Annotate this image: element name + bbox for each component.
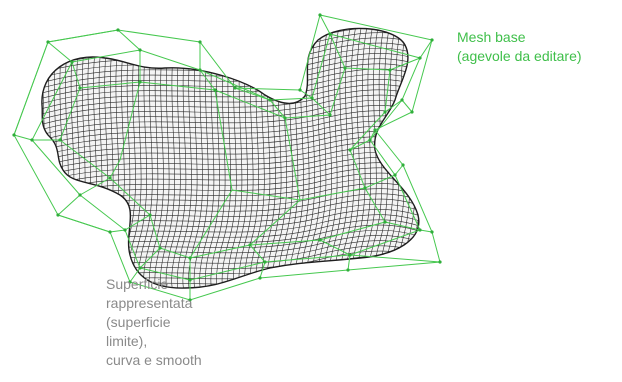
cage-vertex <box>213 88 216 91</box>
cage-vertex <box>116 28 119 31</box>
cage-vertex <box>148 213 151 216</box>
wireframe-line <box>15 0 37 320</box>
cage-vertex <box>400 98 403 101</box>
wireframe-line <box>0 308 460 351</box>
cage-vertex <box>346 268 349 271</box>
wireframe-line <box>435 0 457 320</box>
cage-vertex <box>430 230 433 233</box>
wireframe-line <box>32 0 54 320</box>
cage-vertex <box>343 66 346 69</box>
cage-vertex <box>348 253 351 256</box>
limit-surface <box>0 0 462 357</box>
wireframe-line <box>0 0 20 320</box>
cage-vertex <box>30 138 33 141</box>
cage-vertex <box>138 80 141 83</box>
limit-surface-caption-line: limite), <box>106 332 216 351</box>
cage-vertex <box>393 173 396 176</box>
cage-vertex <box>198 40 201 43</box>
limit-surface-caption-line: (superficie <box>106 313 216 332</box>
cage-vertex <box>108 176 111 179</box>
cage-vertex <box>430 38 433 41</box>
cage-vertex <box>198 68 201 71</box>
cage-vertex <box>328 113 331 116</box>
cage-vertex <box>328 32 331 35</box>
cage-vertex <box>368 138 371 141</box>
wireframe-line <box>0 0 3 320</box>
cage-vertex <box>138 266 141 269</box>
limit-surface-caption-line: curva e smooth <box>106 351 216 370</box>
wireframe-line <box>0 287 460 330</box>
wireframe-line <box>0 0 9 320</box>
wireframe-line <box>0 0 460 24</box>
cage-vertex <box>383 220 386 223</box>
cage-vertex <box>283 116 286 119</box>
wireframe-line <box>20 0 42 320</box>
base-mesh-caption-line: (agevole da editare) <box>457 47 582 66</box>
cage-vertex <box>363 186 366 189</box>
cage-vertex <box>12 133 15 136</box>
limit-surface-caption-line: Superficie <box>106 275 216 294</box>
wireframe-line <box>0 0 460 19</box>
cage-vertex <box>318 13 321 16</box>
cage-vertex <box>298 88 301 91</box>
cage-vertex <box>258 276 261 279</box>
cage-vertex <box>70 60 73 63</box>
base-mesh-caption: Mesh base (agevole da editare) <box>457 28 582 66</box>
wireframe-line <box>0 0 460 34</box>
cage-vertex <box>263 260 266 263</box>
cage-vertex <box>108 230 111 233</box>
cage-vertex <box>310 96 313 99</box>
wireframe-line <box>407 0 429 320</box>
wireframe-line <box>0 277 460 320</box>
cage-vertex <box>318 238 321 241</box>
wireframe-line <box>4 0 26 320</box>
wireframe-line <box>0 282 460 325</box>
wireframe-line <box>412 0 434 320</box>
cage-vertex <box>233 86 236 89</box>
cage-vertex <box>46 40 49 43</box>
cage-vertex <box>388 68 391 71</box>
cage-vertex <box>78 86 81 89</box>
cage-vertex <box>248 243 251 246</box>
wireframe-line <box>0 0 14 320</box>
cage-vertex <box>123 228 126 231</box>
cage-vertex <box>138 48 141 51</box>
limit-surface-caption-line: rappresentata <box>106 294 216 313</box>
cage-vertex <box>158 246 161 249</box>
cage-vertex <box>418 228 421 231</box>
wireframe-line <box>0 298 460 341</box>
cage-vertex <box>78 193 81 196</box>
cage-vertex <box>418 56 421 59</box>
cage-vertex <box>348 148 351 151</box>
wireframe-line <box>429 0 451 320</box>
wireframe-line <box>26 0 48 320</box>
limit-surface-caption: Superficie rappresentata (superficie lim… <box>106 275 216 370</box>
cage-vertex <box>373 128 376 131</box>
wireframe-line <box>0 293 460 336</box>
cage-vertex <box>383 110 386 113</box>
wireframe-line <box>418 0 440 320</box>
base-mesh-caption-line: Mesh base <box>457 28 582 47</box>
cage-vertex <box>438 260 441 263</box>
cage-vertex <box>58 138 61 141</box>
cage-vertex <box>401 163 404 166</box>
cage-vertex <box>410 110 413 113</box>
cage-vertex <box>56 213 59 216</box>
wireframe-line <box>0 0 460 29</box>
cage-vertex <box>188 256 191 259</box>
cage-vertex <box>268 98 271 101</box>
wireframe-line <box>0 313 460 356</box>
wireframe-line <box>0 303 460 346</box>
